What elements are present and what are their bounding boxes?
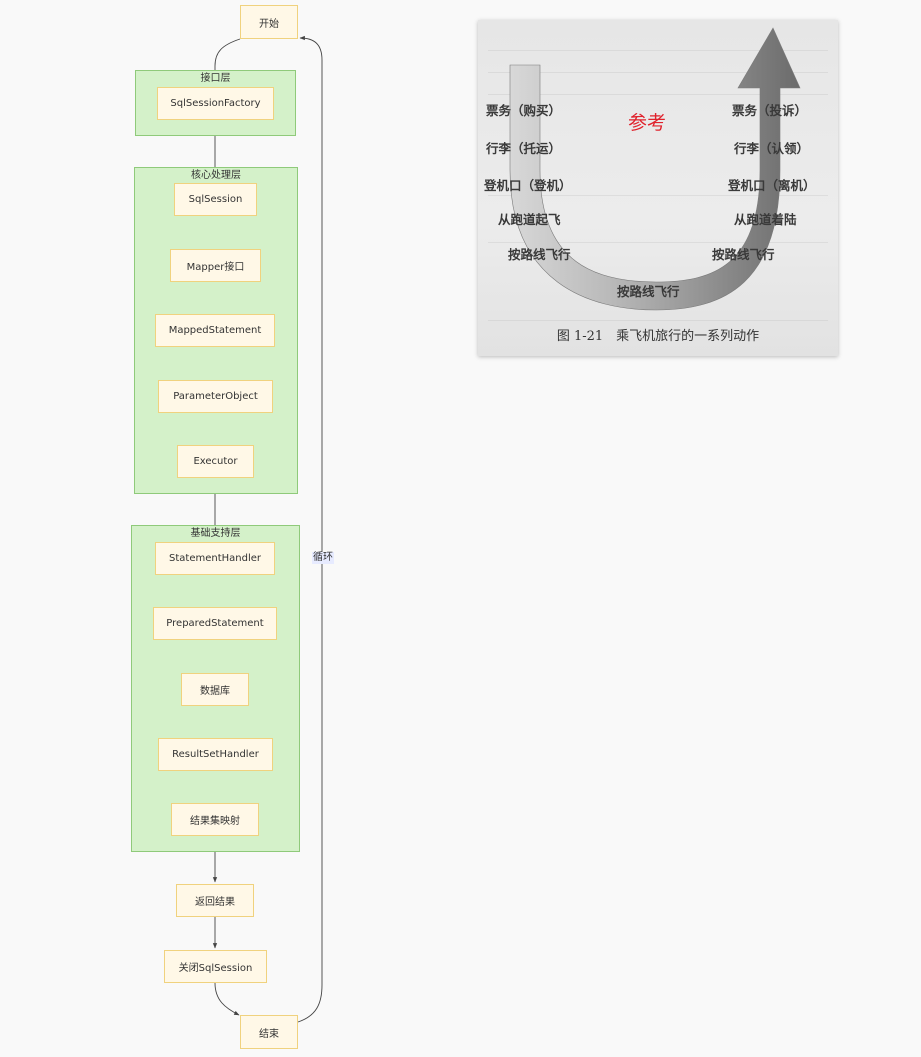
node-executor[interactable]: Executor (177, 445, 254, 478)
edge-loop-end-to-start (297, 35, 323, 1023)
scan-texture (488, 94, 828, 95)
ref-right-label: 登机口（离机） (728, 178, 816, 193)
node-return-result[interactable]: 返回结果 (176, 884, 254, 917)
group-support-title: 基础支持层 (190, 528, 241, 539)
scan-texture (488, 320, 828, 321)
reference-mark: 参考 (628, 112, 667, 134)
node-result-mapping[interactable]: 结果集映射 (171, 803, 259, 836)
ref-right-label: 票务（投诉） (732, 103, 808, 118)
u-turn-arrow (509, 27, 801, 311)
node-close-session[interactable]: 关闭SqlSession (164, 950, 267, 983)
group-core-title: 核心处理层 (191, 170, 241, 181)
start-node[interactable]: 开始 (240, 5, 298, 39)
scan-texture (488, 72, 828, 73)
node-parameterobject[interactable]: ParameterObject (158, 380, 273, 413)
node-mappedstatement[interactable]: MappedStatement (155, 314, 275, 347)
node-sqlsessionfactory[interactable]: SqlSessionFactory (157, 87, 274, 120)
edge-start-to-factory (212, 38, 241, 86)
ref-right-label: 从跑道着陆 (734, 212, 797, 227)
ref-left-label: 票务（购买） (486, 103, 562, 118)
ref-bottom-label: 按路线飞行 (617, 284, 680, 299)
node-sqlsession[interactable]: SqlSession (174, 183, 257, 216)
scan-texture (488, 242, 828, 243)
group-interface-title: 接口层 (200, 73, 231, 84)
ref-left-label: 登机口（登机） (484, 178, 572, 193)
ref-left-label: 从跑道起飞 (498, 212, 561, 227)
scan-texture (488, 50, 828, 51)
reference-caption: 图 1-21 乘飞机旅行的一系列动作 (556, 329, 760, 344)
scan-texture (488, 195, 828, 196)
loop-edge-label: 循环 (312, 552, 334, 564)
edge-close-to-end (214, 982, 240, 1016)
ref-right-label: 行李（认领） (734, 141, 810, 156)
node-preparedstatement[interactable]: PreparedStatement (153, 607, 277, 640)
end-node[interactable]: 结束 (240, 1015, 298, 1049)
reference-image: 参考 票务（购买） 行李（托运） 登机口（登机） 从跑道起飞 按路线飞行 票务（… (478, 20, 838, 356)
ref-right-label: 按路线飞行 (712, 247, 775, 262)
node-statementhandler[interactable]: StatementHandler (155, 542, 275, 575)
node-resultsethandler[interactable]: ResultSetHandler (158, 738, 273, 771)
node-database[interactable]: 数据库 (181, 673, 249, 706)
node-mapper-interface[interactable]: Mapper接口 (170, 249, 261, 282)
ref-left-label: 按路线飞行 (508, 247, 571, 262)
ref-left-label: 行李（托运） (486, 141, 562, 156)
